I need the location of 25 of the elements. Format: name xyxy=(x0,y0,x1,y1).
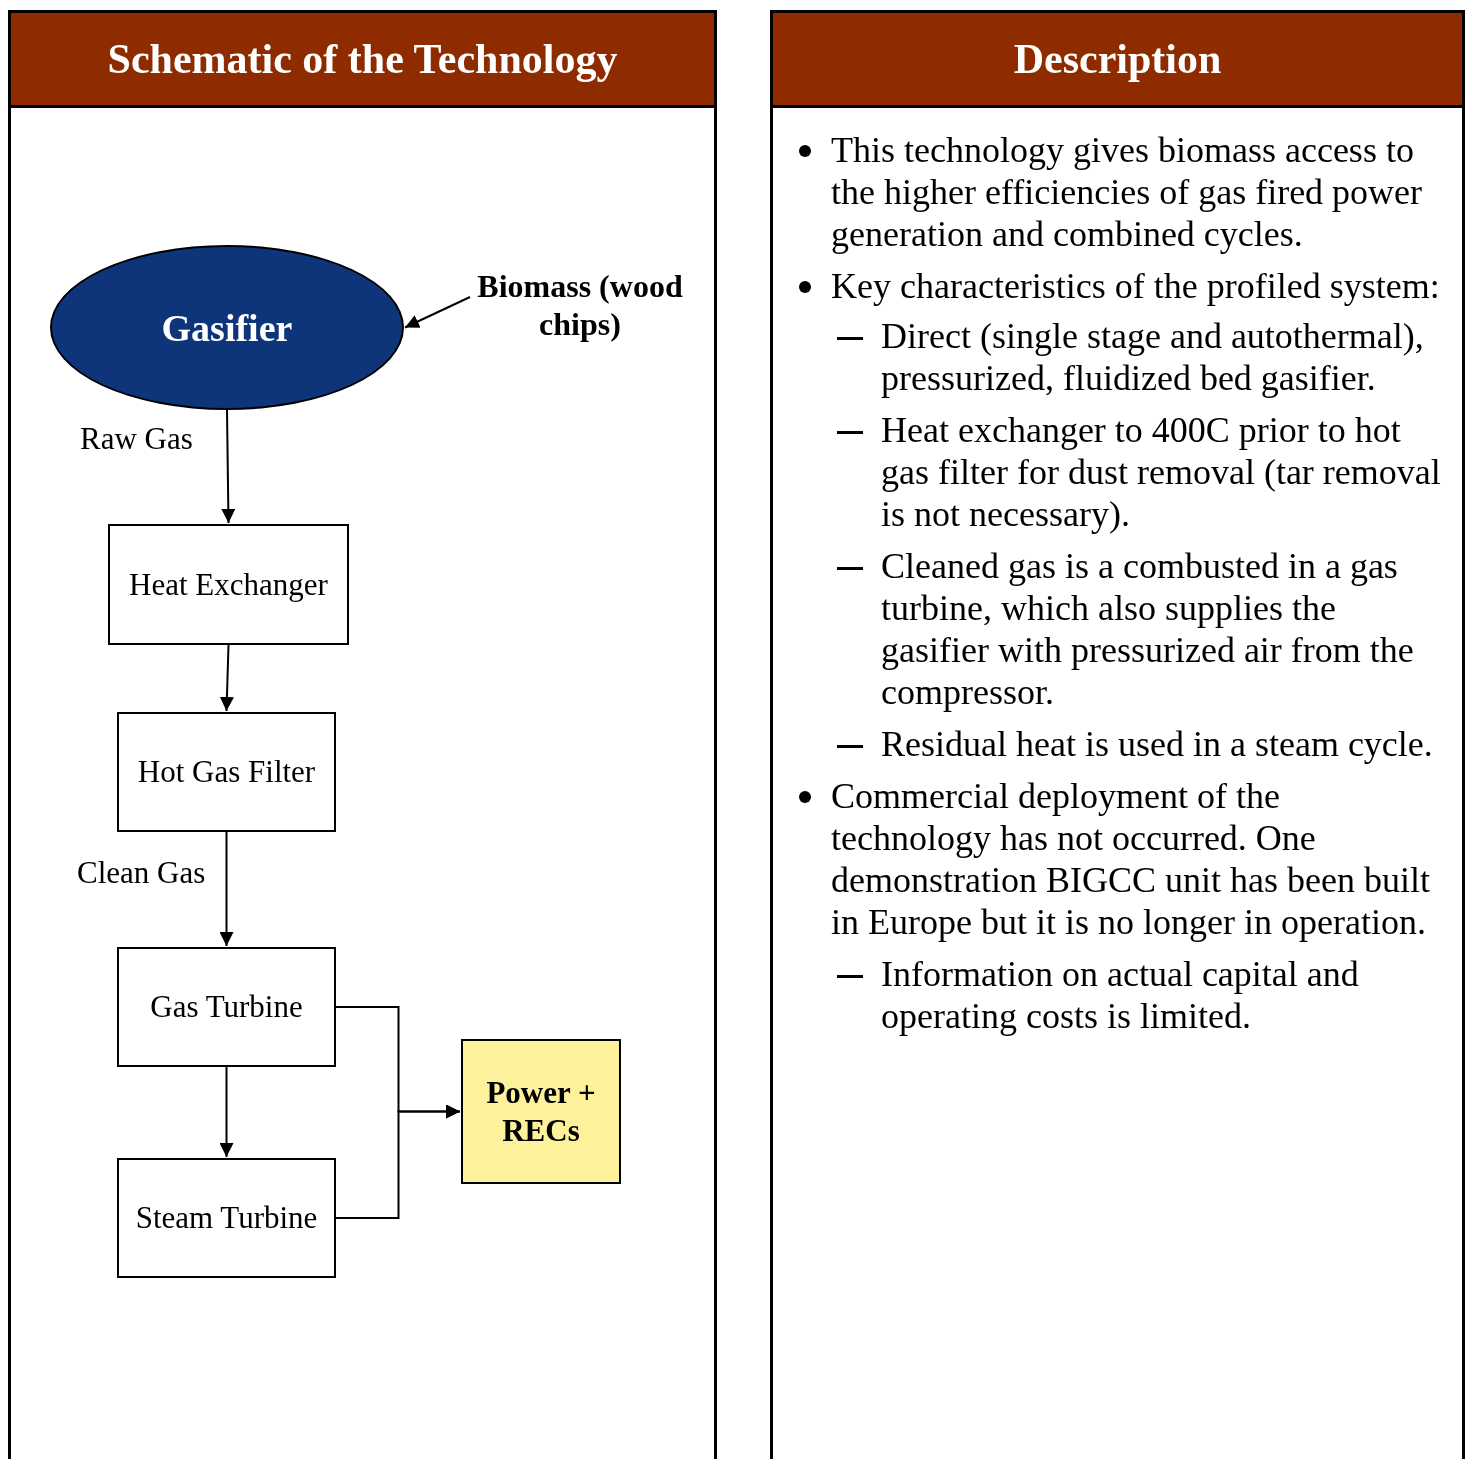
arrow xyxy=(219,1066,234,1158)
process-box: Gas Turbine xyxy=(117,947,336,1067)
process-box: Steam Turbine xyxy=(117,1158,336,1278)
bullet-text: Cleaned gas is a combusted in a gas turbine, which also supplies the gasifier with pressurized air from the compressor. xyxy=(881,545,1415,713)
panel-header: Description xyxy=(773,13,1462,108)
bullet-text: Information on actual capital and operating costs is limited. xyxy=(881,953,1360,1037)
bullet-text: This technology gives biomass access to the higher efficiencies of gas fired power generation and combined cycles. xyxy=(831,129,1424,255)
panel-header: Schematic of the Technology xyxy=(11,13,714,108)
bullet-text: Direct (single stage and autothermal), pressurized, fluidized bed gasifier. xyxy=(881,315,1425,399)
bullet-text: Commercial deployment of the technology has not occurred. One demonstration BIGCC unit has been built in Europe but it is no longer in operation. xyxy=(831,775,1431,943)
panel xyxy=(8,10,717,1459)
bullet-text: Residual heat is used in a steam cycle. xyxy=(881,723,1434,765)
arrow xyxy=(219,831,234,947)
output-box: Power + RECs xyxy=(461,1039,621,1184)
arrow xyxy=(219,644,234,712)
panel xyxy=(770,10,1465,1459)
arrow xyxy=(221,409,236,524)
arrow xyxy=(335,1104,461,1219)
bullet-text: Heat exchanger to 400C prior to hot gas filter for dust removal (tar removal is not necessary). xyxy=(881,409,1442,535)
bullet-text: Key characteristics of the profiled system: xyxy=(831,265,1441,307)
process-box: Hot Gas Filter xyxy=(117,712,336,832)
input-label: Biomass (wood chips) xyxy=(470,265,690,345)
arrow xyxy=(404,296,471,329)
process-box: Heat Exchanger xyxy=(108,524,349,645)
process-ellipse: Gasifier xyxy=(50,245,404,410)
